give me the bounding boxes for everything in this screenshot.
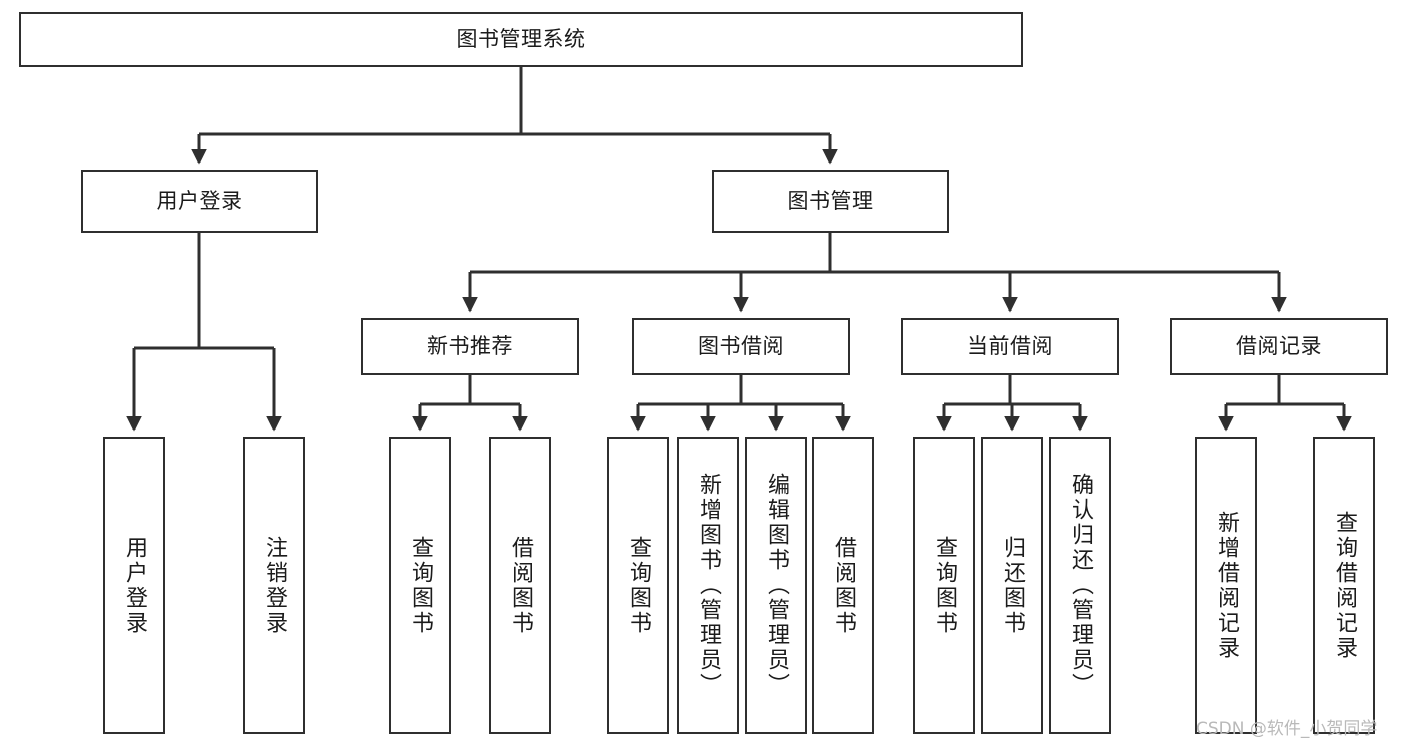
node-leaf-add-borrow-record[interactable]: 新增借阅记录 — [1195, 437, 1257, 734]
node-leaf-query-books-borrow[interactable]: 查询图书 — [607, 437, 669, 734]
node-leaf-query-books-current-label: 查询图书 — [932, 535, 957, 636]
node-root[interactable]: 图书管理系统 — [19, 12, 1023, 67]
node-leaf-borrow-books-rec[interactable]: 借阅图书 — [489, 437, 551, 734]
node-leaf-confirm-return-admin[interactable]: 确认归还（管理员） — [1049, 437, 1111, 734]
node-leaf-user-login-label: 用户登录 — [122, 535, 147, 636]
node-leaf-query-books-rec-label: 查询图书 — [408, 535, 433, 636]
node-leaf-user-login[interactable]: 用户登录 — [103, 437, 165, 734]
node-leaf-add-book-admin-label: 新增图书（管理员） — [696, 473, 721, 698]
node-leaf-user-logout-label: 注销登录 — [262, 535, 287, 636]
node-new-book-recommend-label: 新书推荐 — [427, 333, 513, 358]
node-leaf-user-logout[interactable]: 注销登录 — [243, 437, 305, 734]
node-new-book-recommend[interactable]: 新书推荐 — [361, 318, 579, 375]
node-user-login[interactable]: 用户登录 — [81, 170, 318, 233]
node-borrow-record[interactable]: 借阅记录 — [1170, 318, 1388, 375]
node-leaf-borrow-books-label: 借阅图书 — [831, 535, 856, 636]
node-leaf-edit-book-admin[interactable]: 编辑图书（管理员） — [745, 437, 807, 734]
node-borrow-record-label: 借阅记录 — [1236, 333, 1322, 358]
node-current-borrow[interactable]: 当前借阅 — [901, 318, 1119, 375]
node-leaf-query-books-current[interactable]: 查询图书 — [913, 437, 975, 734]
node-book-management[interactable]: 图书管理 — [712, 170, 949, 233]
node-leaf-add-borrow-record-label: 新增借阅记录 — [1214, 510, 1239, 661]
node-user-login-label: 用户登录 — [156, 188, 243, 213]
node-leaf-edit-book-admin-label: 编辑图书（管理员） — [764, 473, 789, 698]
node-leaf-borrow-books[interactable]: 借阅图书 — [812, 437, 874, 734]
watermark-text: CSDN @软件_小贺同学 — [1196, 719, 1378, 739]
node-leaf-query-books-borrow-label: 查询图书 — [626, 535, 651, 636]
node-leaf-add-book-admin[interactable]: 新增图书（管理员） — [677, 437, 739, 734]
node-leaf-return-books-label: 归还图书 — [1000, 535, 1025, 636]
node-leaf-query-books-rec[interactable]: 查询图书 — [389, 437, 451, 734]
node-book-borrow[interactable]: 图书借阅 — [632, 318, 850, 375]
node-book-management-label: 图书管理 — [787, 188, 874, 213]
node-leaf-borrow-books-rec-label: 借阅图书 — [508, 535, 533, 636]
node-book-borrow-label: 图书借阅 — [698, 333, 784, 358]
node-leaf-query-borrow-record[interactable]: 查询借阅记录 — [1313, 437, 1375, 734]
node-leaf-confirm-return-admin-label: 确认归还（管理员） — [1068, 473, 1093, 698]
node-current-borrow-label: 当前借阅 — [967, 333, 1053, 358]
node-root-label: 图书管理系统 — [456, 26, 586, 51]
node-leaf-query-borrow-record-label: 查询借阅记录 — [1332, 510, 1357, 661]
node-leaf-return-books[interactable]: 归还图书 — [981, 437, 1043, 734]
